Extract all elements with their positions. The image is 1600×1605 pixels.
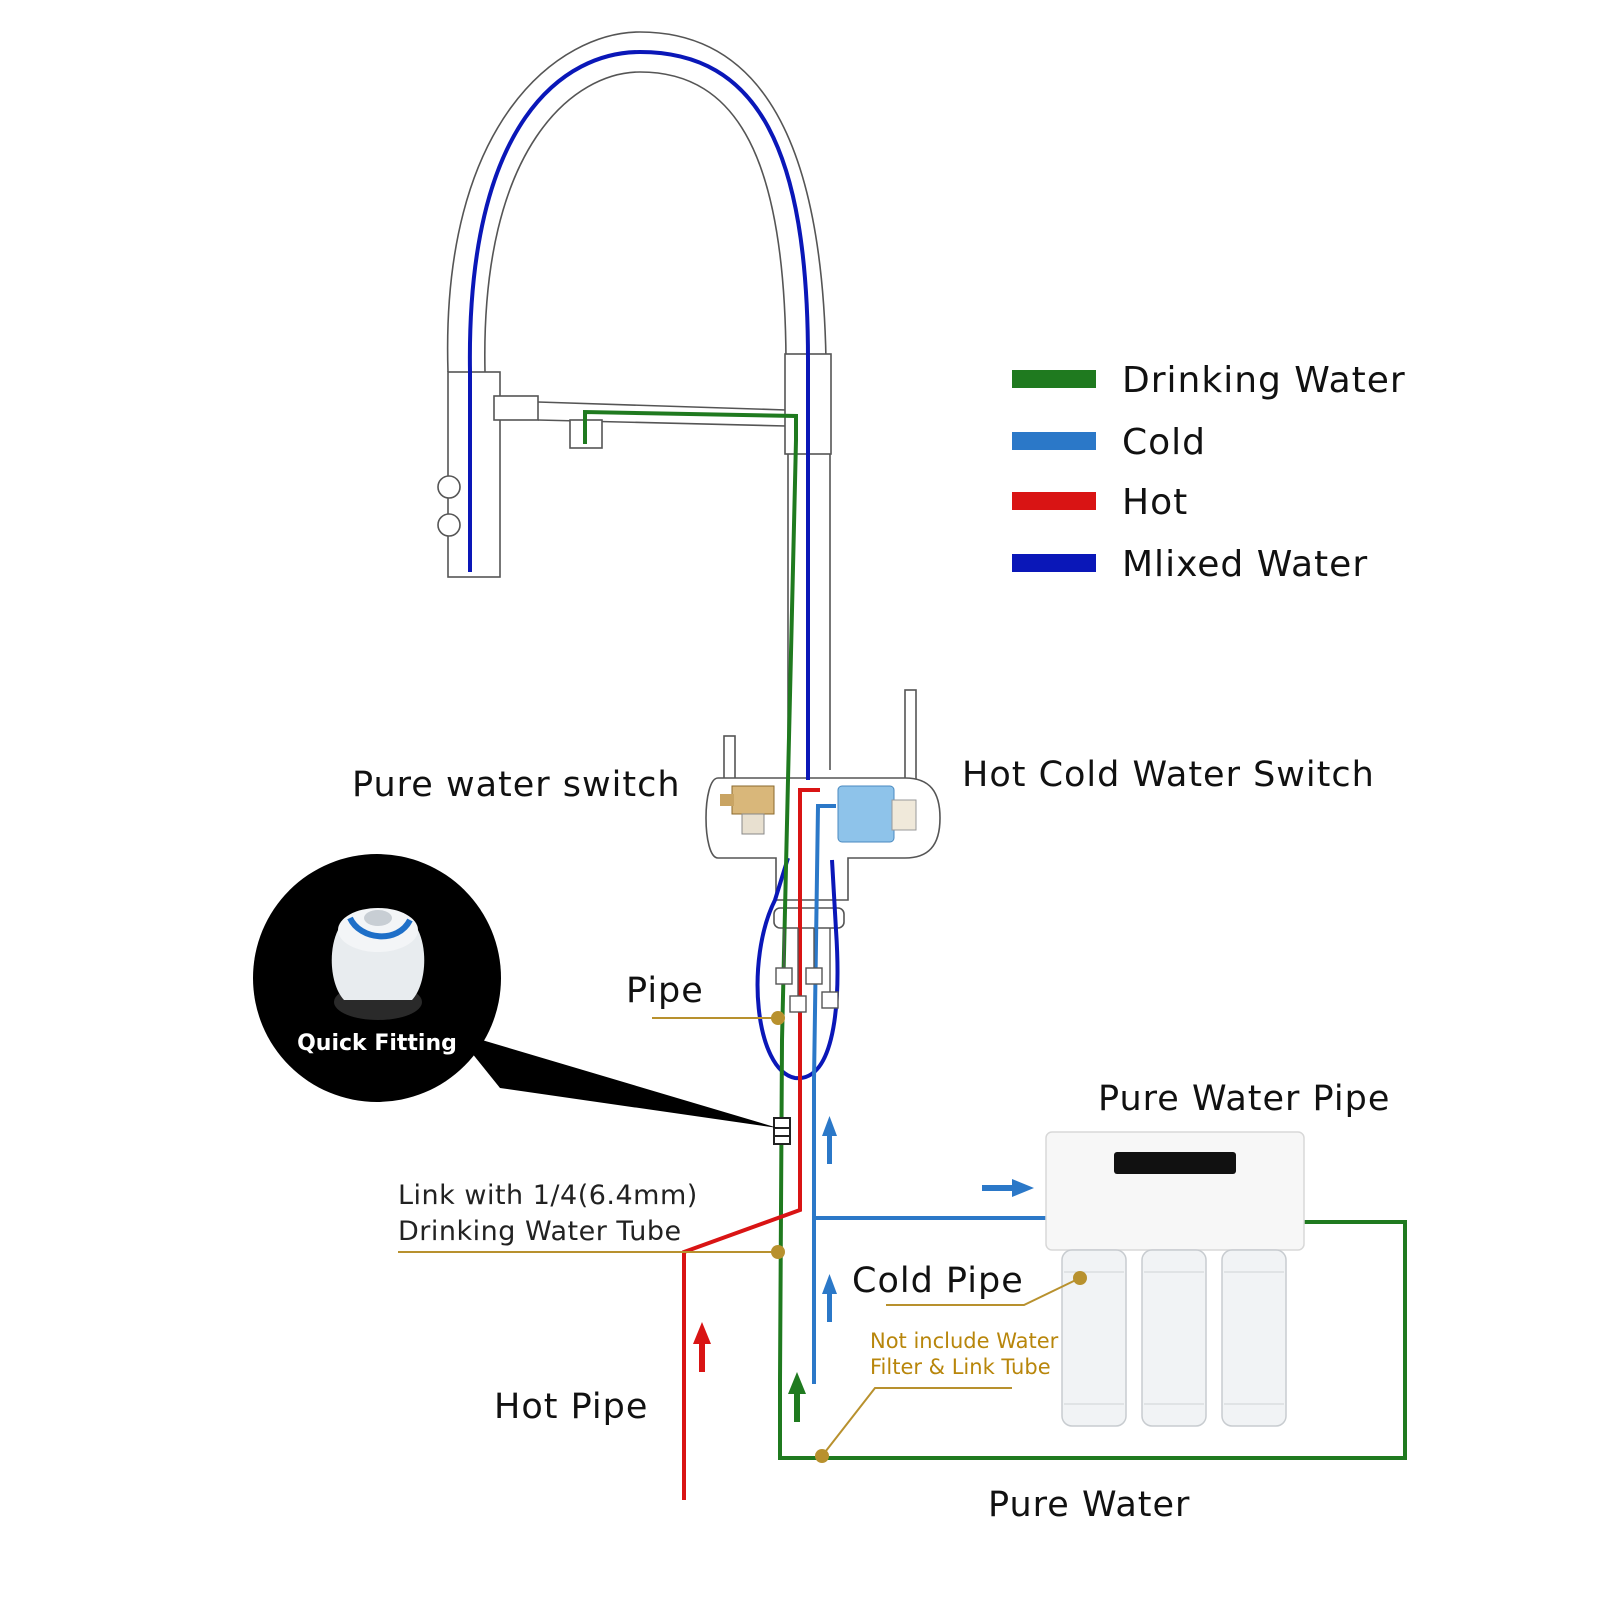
supply-tubes bbox=[775, 928, 839, 1013]
legend: Drinking Water Cold Hot Mlixed Water bbox=[1012, 360, 1406, 585]
hot-cold-cartridge bbox=[837, 785, 917, 843]
leader-dots bbox=[771, 1011, 1087, 1463]
link-label-line2: Drinking Water Tube bbox=[398, 1216, 682, 1247]
filter-display bbox=[1114, 1152, 1236, 1174]
water-filter-unit bbox=[1045, 1131, 1305, 1427]
base-ring bbox=[773, 907, 845, 929]
legend-swatch-hot bbox=[1012, 492, 1096, 510]
spray-button-bottom bbox=[437, 513, 461, 537]
spray-button-top bbox=[437, 475, 461, 499]
filter-head bbox=[1045, 1131, 1305, 1251]
pure-water-switch-label: Pure water switch bbox=[352, 765, 681, 805]
filter-canisters bbox=[1061, 1249, 1287, 1427]
note-line1: Not include Water bbox=[870, 1329, 1059, 1353]
flow-arrows bbox=[693, 1116, 1034, 1422]
pipe-label: Pipe bbox=[626, 971, 704, 1011]
cold-water-line bbox=[812, 804, 1046, 1384]
cold-arrow-right bbox=[982, 1179, 1034, 1197]
faucet-neck-inner bbox=[484, 71, 787, 373]
link-label-line1: Link with 1/4(6.4mm) bbox=[398, 1180, 698, 1211]
filter-canister-rings bbox=[1064, 1271, 1284, 1405]
cold-pipe-leader bbox=[886, 1277, 1081, 1306]
hot-arrow-up bbox=[693, 1322, 711, 1372]
legend-swatch-drinking bbox=[1012, 370, 1096, 388]
pure-water-label: Pure Water bbox=[988, 1485, 1190, 1525]
leader-lines bbox=[398, 1017, 1081, 1457]
legend-swatch-mixed bbox=[1012, 554, 1096, 572]
spray-connector bbox=[493, 395, 539, 421]
legend-label-mixed: Mlixed Water bbox=[1122, 544, 1368, 585]
faucet-neck-outer bbox=[446, 31, 827, 373]
hot-water-line bbox=[682, 788, 820, 1500]
quick-fitting-pointer bbox=[455, 1032, 778, 1128]
cold-pipe-label: Cold Pipe bbox=[852, 1261, 1024, 1301]
legend-label-hot: Hot bbox=[1122, 482, 1188, 523]
legend-swatch-cold bbox=[1012, 432, 1096, 450]
pure-water-cartridge bbox=[720, 785, 775, 835]
legend-label-cold: Cold bbox=[1122, 422, 1206, 463]
drinking-arrow-up bbox=[788, 1372, 806, 1422]
pure-water-pipe-label: Pure Water Pipe bbox=[1098, 1079, 1390, 1119]
drinking-water-line bbox=[583, 409, 1407, 1460]
hot-cold-switch-label: Hot Cold Water Switch bbox=[962, 755, 1375, 795]
legend-label-drinking: Drinking Water bbox=[1122, 360, 1406, 401]
note-leader bbox=[821, 1387, 1012, 1457]
mixed-water-line bbox=[467, 49, 810, 780]
quick-fitting-label: Quick Fitting bbox=[297, 1031, 457, 1056]
spray-head bbox=[447, 371, 501, 578]
hot-cold-handle bbox=[904, 689, 917, 787]
cold-arrow-up-lower bbox=[822, 1274, 837, 1322]
pure-switch-handle bbox=[723, 735, 736, 781]
cold-arrow-up-upper bbox=[822, 1116, 837, 1164]
quick-fitting-part bbox=[773, 1117, 791, 1145]
note-line2: Filter & Link Tube bbox=[870, 1355, 1051, 1379]
hot-pipe-label: Hot Pipe bbox=[494, 1387, 648, 1427]
quick-fitting-photo bbox=[331, 908, 425, 1020]
